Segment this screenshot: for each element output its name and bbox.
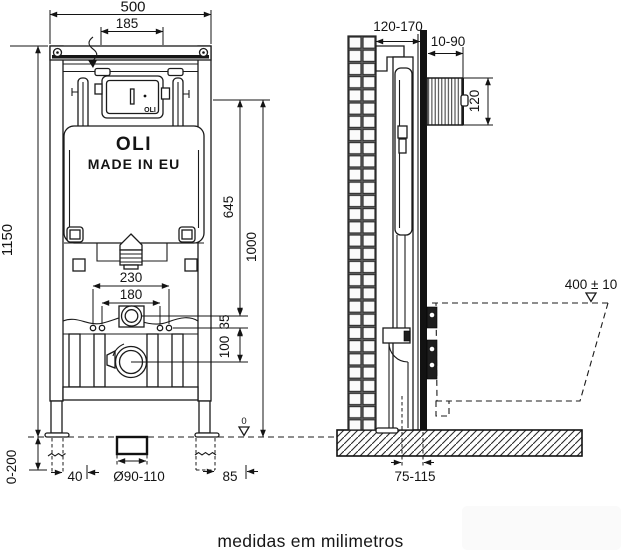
dim-fixing-outer: 230 [120,270,143,285]
water-inlet [118,305,145,328]
dim-inlet-height: 645 [221,196,236,219]
dim-holes-to-drain: 100 [217,336,232,359]
datum-zero-label: 0 [241,416,246,427]
wall-bracket [375,45,405,72]
dim-outlet-distance: 75-115 [394,469,435,484]
front-view-dimensions: 500 185 1150 645 1000 35 100 230 180 0- [0,0,270,484]
datum-marker: 0 [237,416,251,437]
dim-plate-depth: 10-90 [431,34,466,49]
dim-leg-adjust: 0-200 [4,450,19,485]
dim-wall-depth: 120-170 [373,19,423,34]
units-note: medidas em milimetros [217,531,404,550]
rail-tab-right [167,67,184,77]
side-view [347,30,609,466]
top-bar-stripe [52,55,209,59]
dim-drain-diameter: Ø90-110 [113,469,165,484]
tank-origin: MADE IN EU [88,156,180,172]
tiled-wall [347,35,377,431]
floor-level [28,429,583,457]
legs [44,400,220,472]
drain-pipe [115,435,149,456]
dim-plate-width: 185 [116,16,139,31]
frame-left-rail [49,45,64,402]
dim-inlet-offset: 35 [217,314,232,329]
fixing-holes [89,289,173,332]
box-clip-right [160,87,171,100]
dim-frame-width: 500 [120,0,145,16]
floor-slab [336,429,583,457]
dim-left-offset: 40 [67,469,82,484]
flush-pipe-profile [375,235,424,466]
bowl-height-datum [584,292,598,303]
dim-bowl-height: 400 ± 10 [565,277,617,292]
dim-anchor-height: 1000 [244,232,259,262]
drain-elbow [106,343,148,379]
finished-wall-panel [420,30,427,430]
rail-tab-left [94,67,111,77]
plate-logo: OLI [144,107,156,114]
dim-right-offset: 85 [222,469,237,484]
cistern-profile [394,67,413,236]
front-view: OLI OLI MADE IN EU [44,36,251,472]
dim-fixing-inner: 180 [120,287,143,302]
watermark-area [462,506,621,550]
tank-logo: OLI [116,134,152,155]
wc-pan-outline [432,302,609,417]
dim-frame-height: 1150 [0,224,16,256]
dim-box-height: 120 [467,90,482,113]
cistern-tank: OLI MADE IN EU [63,125,205,272]
flush-plate-box: OLI [94,75,171,119]
pan-fixing-brackets [426,306,438,380]
flush-box-sleeve [426,77,469,126]
box-clip-left [94,83,103,95]
side-view-dimensions: 120-170 10-90 120 400 ± 10 75-115 [373,19,617,484]
